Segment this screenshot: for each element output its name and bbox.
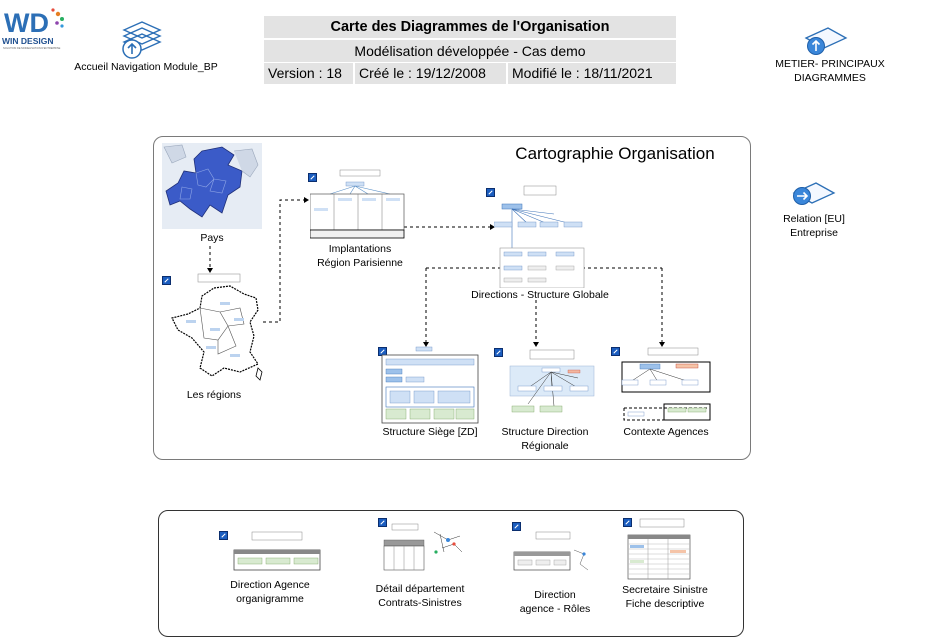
- metier-diagrams-label[interactable]: METIER- PRINCIPAUX DIAGRAMMES: [775, 58, 885, 84]
- direction-regionale-label-line1: Structure Direction: [501, 426, 589, 438]
- siege-diagram-icon: [381, 346, 479, 424]
- agence-orga-diagram-icon: [233, 531, 321, 571]
- metier-diagrams-icon[interactable]: [804, 26, 848, 56]
- svg-text:WD: WD: [4, 8, 49, 38]
- details-frame: [158, 510, 744, 637]
- detail-link-icon[interactable]: [378, 518, 387, 527]
- svg-text:WIN DESIGN: WIN DESIGN: [2, 36, 53, 46]
- implantations-thumbnail[interactable]: [309, 168, 406, 240]
- implantations-link-icon[interactable]: [308, 173, 317, 182]
- secretaire-thumbnail[interactable]: [626, 517, 692, 581]
- detail-thumbnail[interactable]: [382, 522, 466, 576]
- page-title: Carte des Diagrammes de l'Organisation: [264, 16, 676, 38]
- implantations-label-line1: Implantations: [328, 243, 392, 255]
- created-cell: Créé le : 19/12/2008: [355, 63, 506, 84]
- europe-map-icon: [162, 143, 262, 229]
- implantations-diagram-icon: [309, 169, 405, 239]
- roles-thumbnail[interactable]: [512, 530, 592, 578]
- roles-link-icon[interactable]: [512, 522, 521, 531]
- agence-orga-label[interactable]: Direction Agence organigramme: [210, 578, 330, 606]
- version-cell: Version : 18: [264, 63, 353, 84]
- agence-orga-label-line2: organigramme: [236, 593, 304, 605]
- svg-text:SOLUTION DE MODELISATION D'ENT: SOLUTION DE MODELISATION D'ENTREPRISE: [3, 46, 61, 50]
- regions-thumbnail[interactable]: [170, 272, 266, 382]
- agence-orga-label-line1: Direction Agence: [230, 579, 310, 591]
- implantations-label[interactable]: Implantations Région Parisienne: [300, 242, 420, 270]
- detail-diagram-icon: [383, 523, 463, 571]
- directions-thumbnail[interactable]: [493, 184, 586, 289]
- pays-label[interactable]: Pays: [200, 232, 224, 244]
- modified-cell: Modifié le : 18/11/2021: [508, 63, 676, 84]
- cartography-title: Cartographie Organisation: [515, 144, 715, 163]
- implantations-label-line2: Région Parisienne: [317, 257, 403, 269]
- direction-regionale-thumbnail[interactable]: [508, 348, 596, 422]
- direction-regionale-label[interactable]: Structure Direction Régionale: [480, 425, 610, 453]
- directions-diagram-icon: [493, 185, 585, 289]
- windesign-logo: WD WIN DESIGN SOLUTION DE MODELISATION D…: [2, 4, 66, 50]
- agence-orga-link-icon[interactable]: [219, 531, 228, 540]
- roles-diagram-icon: [513, 531, 589, 571]
- regions-link-icon[interactable]: [162, 276, 171, 285]
- relation-eu-label-line1: Relation [EU]: [783, 213, 845, 225]
- detail-label[interactable]: Détail département Contrats-Sinistres: [358, 582, 482, 610]
- detail-label-line2: Contrats-Sinistres: [378, 597, 462, 609]
- directions-label[interactable]: Directions - Structure Globale: [471, 289, 609, 301]
- regions-label[interactable]: Les régions: [186, 389, 242, 401]
- layer-right-arrow-icon: [792, 182, 836, 205]
- home-navigation-label[interactable]: Accueil Navigation Module_BP: [74, 61, 218, 73]
- windesign-logo-mark: WD WIN DESIGN SOLUTION DE MODELISATION D…: [2, 8, 64, 50]
- layer-up-arrow-icon: [804, 27, 848, 55]
- roles-label-line1: Direction: [534, 589, 576, 601]
- secretaire-label[interactable]: Secretaire Sinistre Fiche descriptive: [600, 583, 730, 611]
- roles-label-line2: agence - Rôles: [519, 603, 591, 615]
- cartography-frame: [153, 136, 751, 460]
- siege-label[interactable]: Structure Siège [ZD]: [382, 426, 478, 438]
- home-navigation-icon[interactable]: [120, 20, 164, 60]
- direction-regionale-label-line2: Régionale: [521, 440, 569, 452]
- agences-thumbnail[interactable]: [618, 346, 714, 424]
- roles-label[interactable]: Direction agence - Rôles: [500, 588, 610, 616]
- stacked-layers-icon: [122, 21, 162, 59]
- page-subtitle: Modélisation développée - Cas demo: [264, 40, 676, 62]
- relation-eu-icon[interactable]: [792, 181, 836, 211]
- relation-eu-label-line2: Entreprise: [790, 227, 838, 239]
- agences-diagram-icon: [621, 347, 711, 421]
- france-map-icon: [171, 273, 263, 381]
- secretaire-sheet-icon: [627, 518, 691, 580]
- directions-link-icon[interactable]: [486, 188, 495, 197]
- agence-orga-thumbnail[interactable]: [232, 530, 322, 574]
- direction-regionale-link-icon[interactable]: [494, 348, 503, 357]
- pays-thumbnail[interactable]: [162, 143, 262, 229]
- agences-link-icon[interactable]: [611, 347, 620, 356]
- secretaire-label-line2: Fiche descriptive: [625, 598, 705, 610]
- secretaire-link-icon[interactable]: [623, 518, 632, 527]
- direction-regionale-diagram-icon: [509, 349, 595, 413]
- agences-label[interactable]: Contexte Agences: [623, 426, 709, 438]
- detail-label-line1: Détail département: [375, 583, 465, 595]
- relation-eu-label[interactable]: Relation [EU] Entreprise: [764, 212, 864, 240]
- siege-thumbnail[interactable]: [380, 345, 480, 425]
- secretaire-label-line1: Secretaire Sinistre: [622, 584, 708, 596]
